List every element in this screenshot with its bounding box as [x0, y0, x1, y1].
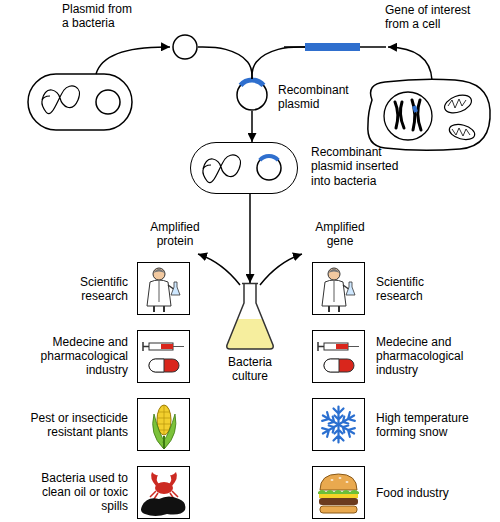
application-icon-box: Pest or insecticide resistant plants [137, 398, 190, 451]
scientist-icon [322, 268, 355, 312]
scientist-icon [147, 268, 180, 312]
node-label: High temperature forming snow [376, 410, 481, 439]
connector-arrow [251, 111, 253, 142]
application-icon-box: Bacteria used to clean oil or toxic spil… [137, 466, 190, 519]
node-outline [191, 143, 299, 195]
eukaryotic-cell [395, 102, 404, 128]
application-icon-box: Medecine and pharmacological industry [312, 330, 365, 383]
eukaryotic-cell [452, 128, 470, 136]
node-outline [172, 34, 198, 60]
source-bacterium [96, 90, 120, 114]
node-outline [222, 283, 278, 351]
eukaryotic-cell [442, 92, 474, 117]
bacterium-cell: Recombinant plasmid inserted into bacter… [190, 142, 298, 194]
oil-spill-icon [169, 472, 177, 486]
burger-icon [319, 494, 358, 498]
eukaryotic-cell [368, 79, 490, 150]
plasmid-ring [237, 80, 267, 110]
node-label: Recombinant plasmid [278, 83, 358, 112]
source-bacterium [28, 74, 132, 130]
split-arrow [260, 254, 302, 285]
split-arrow [198, 254, 240, 285]
node-label: Medecine and pharmacological industry [376, 335, 476, 378]
eukaryotic-cell [448, 122, 477, 142]
node-label: Bacteria used to clean oil or toxic spil… [33, 471, 128, 514]
burger-icon [319, 498, 358, 505]
eukaryotic-cell [368, 79, 490, 150]
extraction-arrow [388, 47, 432, 80]
burger-icon [331, 479, 334, 481]
node-label: Recombinant plasmid inserted into bacter… [311, 145, 409, 188]
burger-icon [320, 474, 357, 490]
chromosome [203, 155, 241, 183]
medicine-icon [143, 342, 184, 372]
corn-icon [153, 405, 176, 449]
eukaryotic-cell [448, 99, 466, 108]
burger-icon [318, 490, 359, 494]
burger-icon [320, 506, 357, 513]
stage-label: Amplified gene [310, 220, 370, 249]
node-label: Medecine and pharmacological industry [33, 335, 128, 378]
node-outline [236, 79, 268, 111]
node-label: Scientific research [58, 274, 128, 303]
source-bacterium [28, 74, 132, 130]
connector-arrow [249, 194, 251, 283]
culture-liquid [227, 319, 273, 349]
application-icon-box: High temperature forming snow [312, 398, 365, 451]
eukaryotic-cell [412, 100, 421, 130]
snowflake-icon [320, 411, 341, 429]
snowflake-icon [320, 407, 356, 443]
inserted-gene-arc [260, 156, 278, 160]
recombinant-plasmid: Recombinant plasmid [236, 79, 268, 111]
plasmid-ring [257, 156, 281, 180]
extraction-arrow [96, 47, 170, 74]
node-label: Gene of interest from a cell [385, 3, 485, 32]
burger-icon [339, 477, 342, 479]
node-label: Bacteria culture [210, 355, 290, 384]
burger-icon [318, 474, 359, 513]
burger-icon [346, 481, 349, 483]
plasmid-circle: Plasmid from a bacteria [172, 34, 198, 60]
eukaryotic-cell [414, 106, 416, 112]
application-icon-box: Medecine and pharmacological industry [137, 330, 190, 383]
plasmid-ring [173, 35, 197, 59]
oil-spill-icon [141, 472, 185, 516]
eukaryotic-cell [384, 92, 432, 140]
culture-flask: Bacteria culture [222, 283, 278, 351]
medicine-icon [318, 342, 359, 372]
node-label: Pest or insecticide resistant plants [24, 410, 128, 439]
application-icon-box: Food industry [312, 466, 365, 519]
gene-bar: Gene of interest from a cell [305, 43, 360, 51]
connector-arrow [198, 47, 252, 79]
oil-spill-icon [151, 472, 159, 486]
oil-spill-icon [141, 497, 185, 517]
flask-outline [227, 284, 273, 350]
application-icon-box: Scientific research [137, 262, 190, 315]
inserted-gene-arc [241, 80, 264, 85]
stage-label: Amplified protein [145, 220, 205, 249]
corn-icon [153, 414, 165, 448]
corn-icon [163, 414, 176, 448]
application-icon-box: Scientific research [312, 262, 365, 315]
source-bacterium [42, 86, 80, 114]
node-label: Scientific research [376, 274, 446, 303]
node-label: Food industry [376, 485, 476, 499]
node-label: Plasmid from a bacteria [62, 2, 140, 31]
corn-icon [163, 436, 165, 449]
connector-arrow [252, 47, 305, 79]
